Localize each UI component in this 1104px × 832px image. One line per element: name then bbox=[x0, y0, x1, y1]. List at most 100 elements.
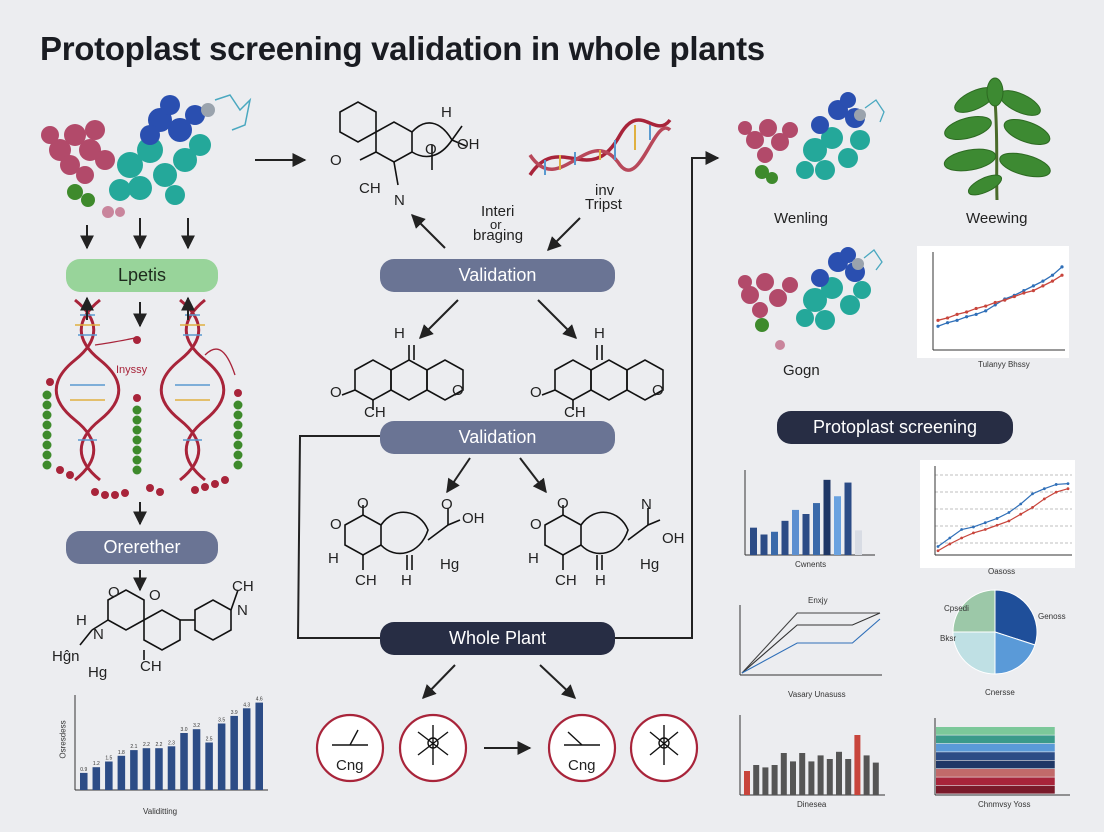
chem-hgn-bl: Hĝn bbox=[52, 648, 80, 665]
caption-pie: Cnersse bbox=[985, 688, 1015, 697]
series-point bbox=[936, 318, 940, 322]
series-point bbox=[984, 304, 988, 308]
bar-data-label: 2.2 bbox=[143, 742, 150, 748]
series-line bbox=[937, 274, 1063, 321]
caption-mfr-x: Oasoss bbox=[988, 567, 1016, 576]
caption-lr-x: Vasary Unasuss bbox=[788, 690, 846, 699]
chem-hg-low-right: Hg bbox=[640, 556, 660, 573]
bar bbox=[92, 767, 101, 790]
label-tripst: Tripst bbox=[585, 196, 622, 213]
hbar bbox=[936, 735, 1055, 744]
label-braging: braging bbox=[473, 227, 524, 244]
chem-ch-low-right: CH bbox=[555, 572, 577, 589]
bar-data-label: 1.5 bbox=[105, 756, 112, 762]
series-point bbox=[974, 312, 978, 316]
caption-tr-x: Tulanyy Bhssy bbox=[978, 360, 1030, 369]
chem-ch-bl-2: CH bbox=[140, 658, 162, 675]
bar bbox=[80, 772, 88, 790]
bar bbox=[817, 755, 824, 795]
bar bbox=[854, 735, 861, 795]
hbar bbox=[936, 785, 1055, 794]
chem-o-low-left: O bbox=[357, 495, 369, 512]
bar bbox=[117, 755, 126, 790]
series-point bbox=[1019, 502, 1023, 506]
chem-oh-top: OH bbox=[457, 136, 480, 153]
hbar bbox=[936, 760, 1055, 769]
bar bbox=[799, 753, 806, 795]
bar bbox=[142, 748, 151, 790]
series-point bbox=[1019, 512, 1023, 516]
chem-o-low-right: O bbox=[557, 495, 569, 512]
molecule-mid-right bbox=[541, 345, 664, 410]
caption-bmr-x: Dinesea bbox=[797, 800, 827, 809]
node-validation-mid: Validation bbox=[380, 421, 615, 454]
series-point bbox=[1031, 289, 1035, 293]
series-point bbox=[1041, 284, 1045, 288]
chem-oh-low-right: OH bbox=[662, 530, 685, 547]
series-point bbox=[1007, 511, 1011, 514]
chem-ch-mid-right: CH bbox=[564, 404, 586, 421]
series-point bbox=[936, 545, 940, 548]
bar bbox=[802, 514, 810, 555]
bar bbox=[130, 750, 138, 790]
series-point bbox=[1031, 506, 1034, 509]
bar bbox=[836, 751, 842, 795]
chem-h-mid-left: H bbox=[394, 325, 405, 342]
bar bbox=[823, 479, 831, 555]
series-point bbox=[1066, 487, 1070, 491]
chem-n-bl: N bbox=[237, 602, 248, 619]
hbar bbox=[936, 743, 1055, 752]
caption-bl-y: Osresdess bbox=[58, 720, 68, 759]
bar bbox=[863, 755, 870, 795]
series-point bbox=[960, 528, 964, 531]
node-orerether: Orerether bbox=[66, 531, 218, 564]
chem-o-mid-left: O bbox=[330, 384, 342, 401]
pie-slice bbox=[994, 631, 1036, 675]
bar bbox=[230, 715, 238, 790]
bar-data-label: 2.3 bbox=[168, 740, 175, 746]
series-point bbox=[1050, 273, 1055, 277]
caption-pie-1: Cpsedi bbox=[944, 604, 969, 613]
series-point bbox=[1022, 289, 1026, 293]
bar bbox=[760, 534, 768, 555]
chem-o-bl: O bbox=[149, 587, 161, 604]
series-point bbox=[936, 324, 940, 328]
series-point bbox=[1031, 284, 1035, 288]
chem-ch-low-left: CH bbox=[355, 572, 377, 589]
protein-structure-right-mid bbox=[738, 247, 883, 350]
series-point bbox=[1060, 273, 1064, 277]
bar-chart-mid-right bbox=[744, 470, 875, 556]
bar-data-label: 3.0 bbox=[181, 727, 188, 733]
caption-lr-annot: Enxjy bbox=[808, 596, 828, 605]
bar bbox=[781, 520, 789, 555]
chem-n-bl-2: N bbox=[93, 626, 104, 643]
bar bbox=[792, 509, 799, 555]
label-gogn: Gogn bbox=[783, 362, 820, 379]
bar bbox=[790, 761, 796, 795]
molecule-lower-right bbox=[544, 505, 661, 570]
series-point bbox=[972, 525, 975, 529]
chem-h-low-right: H bbox=[528, 550, 539, 567]
chem-ch-bl: CH bbox=[232, 578, 254, 595]
series-point bbox=[1003, 298, 1007, 302]
bar-data-label: 3.9 bbox=[231, 710, 238, 716]
molecule-bottom-left bbox=[79, 589, 239, 660]
line-chart-top-right bbox=[917, 246, 1069, 358]
bar bbox=[217, 723, 226, 790]
chem-o-bl-2: O bbox=[108, 584, 120, 601]
node-lpetis: Lpetis bbox=[66, 259, 218, 292]
page-title: Protoplast screening validation in whole… bbox=[40, 30, 765, 67]
series-point bbox=[1042, 487, 1046, 491]
pie-chart bbox=[952, 589, 1038, 675]
series-point bbox=[965, 315, 969, 319]
dna-helices-left bbox=[42, 298, 243, 499]
chem-o-top: O bbox=[425, 141, 437, 158]
bar bbox=[845, 759, 852, 795]
molecule-top bbox=[339, 101, 467, 186]
series-line bbox=[741, 618, 881, 674]
series-point bbox=[1041, 279, 1045, 283]
series-point bbox=[983, 521, 987, 525]
chem-hg-low-left: Hg bbox=[440, 556, 460, 573]
series-line bbox=[741, 612, 880, 674]
